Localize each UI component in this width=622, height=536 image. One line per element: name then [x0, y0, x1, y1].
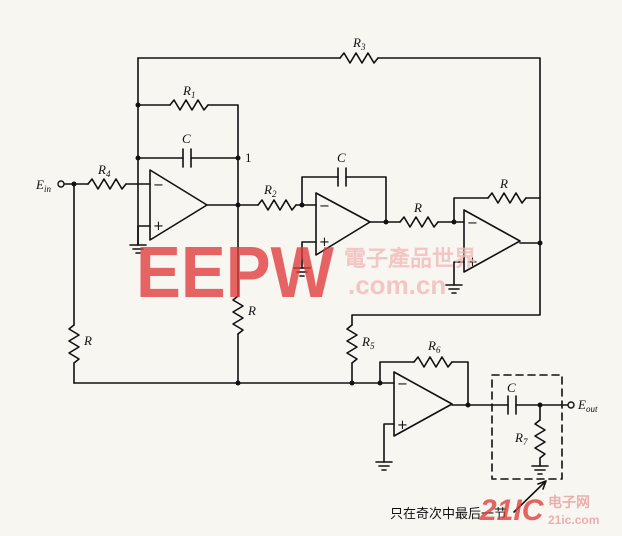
wire-int-fb-right — [345, 176, 387, 222]
label-ein: Ein — [35, 177, 51, 194]
watermark-21ic-url: 21ic.com — [548, 513, 599, 527]
wire-r6-right — [451, 361, 469, 406]
ground-1 — [129, 244, 147, 254]
opamp3-minus: − — [467, 216, 478, 231]
wire-r6-left — [379, 361, 415, 384]
resistor-r-vert — [232, 295, 244, 335]
label-r4: R4 — [97, 162, 111, 179]
label-c-top: C — [182, 131, 191, 146]
watermark-eepw-logo: EEPW — [136, 233, 334, 313]
junction-dot — [135, 102, 141, 108]
opamp4-plus: + — [397, 418, 408, 433]
resistor-r-left — [68, 324, 80, 364]
opamp-1 — [149, 169, 208, 241]
note-text: 只在奇次中最后一节 — [390, 506, 507, 522]
note-arrow — [513, 480, 547, 513]
resistor-r1 — [169, 99, 209, 111]
label-r5: R5 — [361, 334, 375, 351]
wire-int-fb-left — [301, 176, 339, 206]
wire-opamp4-plus — [383, 423, 395, 463]
junction-dot — [235, 380, 241, 386]
label-r6: R6 — [427, 338, 441, 355]
resistor-r6 — [413, 356, 453, 368]
capacitor-c-int — [337, 167, 347, 187]
junction-dot — [235, 202, 241, 208]
ground-5 — [531, 465, 549, 475]
wire-opamp2-plus — [301, 241, 317, 269]
wire-r1-right — [207, 104, 239, 159]
capacitor-c-out — [507, 395, 517, 415]
label-r-inv-fb: R — [499, 176, 508, 191]
ein-terminal — [57, 180, 65, 188]
label-r1: R1 — [182, 83, 195, 100]
resistor-r5 — [346, 324, 358, 364]
junction-dot — [299, 202, 305, 208]
label-r3: R3 — [352, 35, 366, 52]
label-r-vert: R — [247, 303, 256, 318]
label-r7: R7 — [514, 430, 528, 447]
ground-2 — [293, 267, 311, 277]
resistor-r2 — [257, 199, 297, 211]
wire-return-right — [351, 242, 541, 326]
watermark-21ic-cn: 电子网 — [548, 494, 590, 510]
dashed-box — [491, 374, 563, 480]
label-c-out: C — [507, 380, 516, 395]
capacitor-c-top — [182, 148, 192, 168]
label-node1: 1 — [245, 150, 252, 165]
opamp-4 — [393, 371, 453, 437]
watermark-21ic-logo: 21IC — [479, 494, 545, 527]
ground-4 — [375, 461, 393, 471]
junction-dot — [135, 155, 141, 161]
label-r-left: R — [83, 333, 92, 348]
label-r-mid: R — [413, 200, 422, 215]
opamp3-plus: + — [467, 255, 478, 270]
opamp2-plus: + — [319, 235, 330, 250]
wire-opamp3-plus — [453, 261, 465, 286]
resistor-r4 — [87, 178, 127, 190]
watermark-eepw-cn: 電子產品世界 — [344, 246, 476, 271]
junction-dot — [537, 240, 543, 246]
wire-opamp1-plus — [137, 225, 151, 246]
junction-dot — [71, 181, 77, 187]
resistor-r7 — [534, 419, 546, 459]
wire-inv-fb-left — [453, 197, 489, 223]
ground-3 — [445, 284, 463, 294]
opamp-3 — [463, 209, 521, 273]
junction-dot — [235, 155, 241, 161]
label-c-int: C — [337, 150, 346, 165]
junction-dot — [465, 402, 471, 408]
watermark-eepw-url: .com.cn — [348, 270, 446, 300]
eout-terminal — [567, 401, 575, 409]
opamp-2 — [315, 192, 371, 256]
resistor-r3 — [339, 52, 379, 64]
wire-r3-top-right — [377, 57, 541, 244]
label-eout: Eout — [577, 397, 598, 414]
label-r2: R2 — [263, 182, 277, 199]
opamp2-minus: − — [319, 199, 330, 214]
opamp1-minus: − — [153, 178, 164, 193]
resistor-r-inv-fb — [487, 192, 527, 204]
opamp1-plus: + — [153, 219, 164, 234]
resistor-r-mid — [399, 216, 439, 228]
junction-dot — [377, 380, 383, 386]
opamp4-minus: − — [397, 377, 408, 392]
junction-dot — [349, 380, 355, 386]
junction-dot — [383, 219, 389, 225]
junction-dot — [451, 219, 457, 225]
junction-dot — [537, 402, 543, 408]
